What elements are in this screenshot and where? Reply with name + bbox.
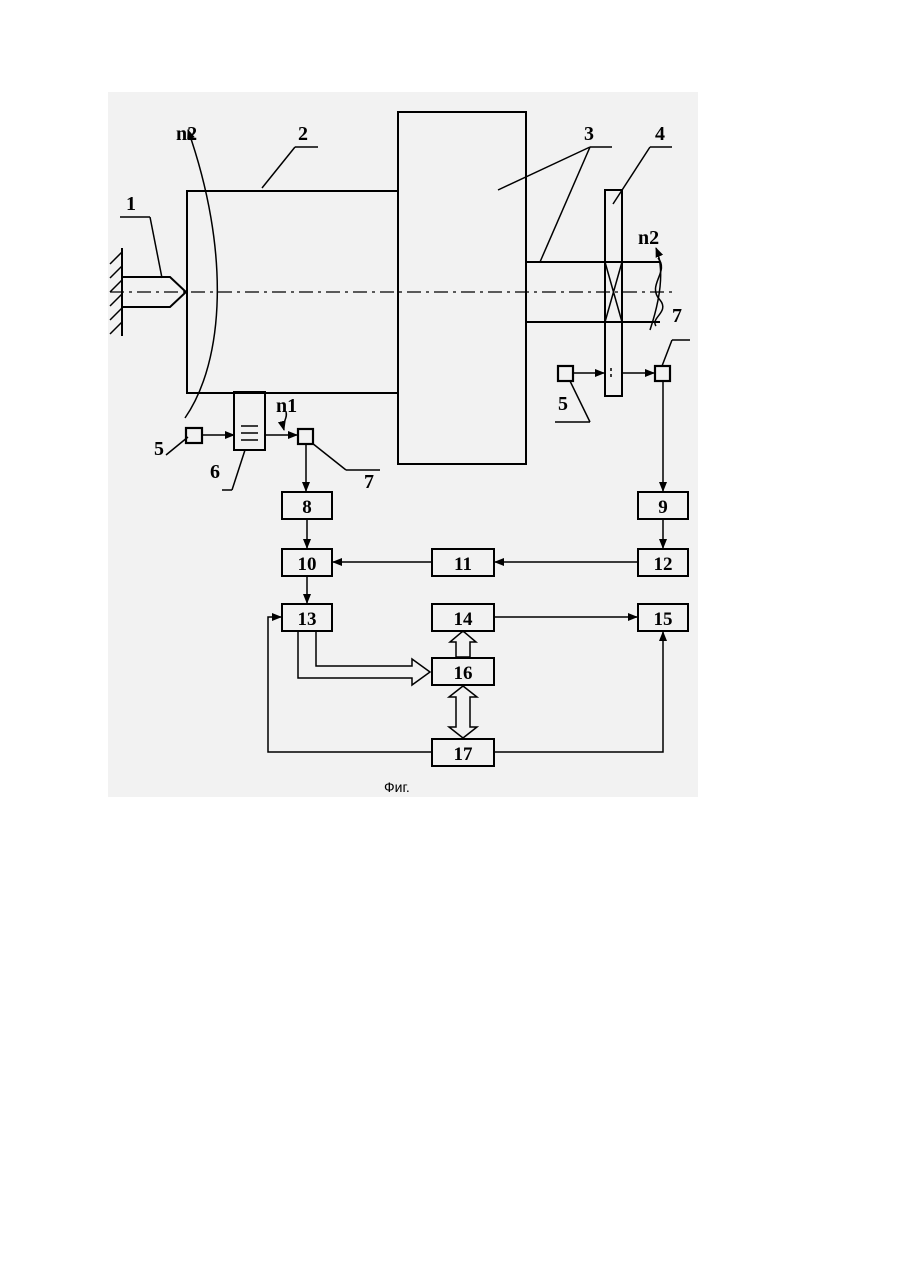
block-14: 14 [432, 604, 494, 631]
label-n2-left: n2 [176, 123, 197, 145]
label-3: 3 [584, 123, 594, 145]
block-11: 11 [432, 549, 494, 576]
block-13: 13 [282, 604, 332, 631]
svg-text:17: 17 [454, 744, 474, 765]
svg-text:12: 12 [654, 554, 673, 575]
label-2: 2 [298, 123, 308, 145]
svg-text:16: 16 [454, 663, 473, 684]
svg-text:13: 13 [298, 609, 317, 630]
disc [398, 112, 526, 464]
label-n1: n1 [276, 395, 297, 417]
label-n2-right: n2 [638, 227, 659, 249]
block-15: 15 [638, 604, 688, 631]
label-1: 1 [126, 193, 136, 215]
svg-text:14: 14 [454, 609, 474, 630]
block-9: 9 [638, 492, 688, 519]
svg-text:15: 15 [654, 609, 673, 630]
block-17: 17 [432, 739, 494, 766]
svg-text:8: 8 [302, 497, 312, 518]
rotation-arc-left [185, 130, 217, 418]
label-5-right: 5 [558, 393, 568, 415]
label-7-left: 7 [364, 471, 374, 493]
block-10: 10 [282, 549, 332, 576]
figure-caption: Фиг. [384, 779, 410, 795]
toothed-wheel [605, 190, 622, 396]
label-6: 6 [210, 461, 220, 483]
label-4: 4 [655, 123, 665, 145]
label-7-right: 7 [672, 305, 682, 327]
label-5-left: 5 [154, 438, 164, 460]
svg-text:9: 9 [658, 497, 668, 518]
block-16: 16 [432, 658, 494, 685]
svg-text:11: 11 [454, 554, 472, 575]
right-sensor-chain [558, 366, 670, 381]
svg-text:10: 10 [298, 554, 317, 575]
block-12: 12 [638, 549, 688, 576]
block-8: 8 [282, 492, 332, 519]
